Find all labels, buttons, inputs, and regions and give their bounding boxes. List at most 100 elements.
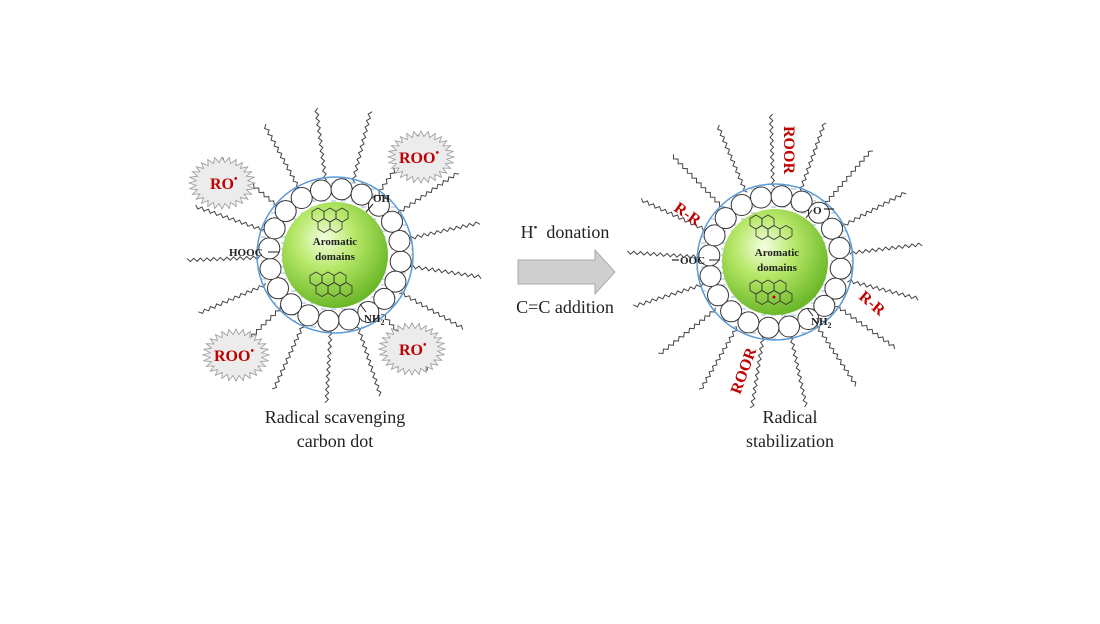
surface-bead	[317, 309, 340, 332]
surface-bead	[714, 207, 737, 230]
alkyl-chain	[788, 335, 808, 408]
surface-bead	[267, 277, 289, 300]
alkyl-chain	[768, 113, 776, 188]
left-aromatic-bottom-icon	[309, 271, 353, 297]
alkyl-chain	[314, 107, 328, 181]
alkyl-chain	[186, 255, 261, 263]
alkyl-chain	[198, 282, 266, 315]
arrow-bottom-label: C=C addition	[516, 297, 614, 317]
alkyl-chain	[749, 335, 765, 409]
alkyl-chain	[408, 221, 481, 241]
right-core	[722, 209, 828, 315]
surface-bead	[703, 224, 726, 247]
alkyl-chain	[397, 172, 459, 215]
radical-burst-ro-topleft: RO•	[187, 156, 257, 210]
alkyl-chain	[399, 291, 464, 331]
surface-bead	[388, 230, 411, 252]
right-surface-beads	[698, 185, 852, 339]
alkyl-chain	[351, 111, 373, 183]
left-core	[282, 202, 388, 308]
surface-bead	[280, 293, 303, 316]
surface-bead	[797, 308, 820, 330]
alkyl-chain	[835, 305, 896, 350]
left-hooc-group: HOOC	[229, 247, 263, 259]
surface-bead	[770, 185, 793, 208]
surface-bead	[297, 304, 320, 327]
alkyl-chain	[640, 198, 708, 232]
right-carbon-dot: Aromatic domains O OOC NH2	[627, 113, 923, 409]
alkyl-chain	[356, 326, 382, 397]
right-core-title: Aromatic	[755, 247, 800, 259]
alkyl-chain	[799, 122, 827, 193]
product-roor-top: ROOR	[780, 126, 797, 174]
product-rr-left: R-R	[671, 199, 704, 229]
surface-bead	[389, 250, 412, 273]
alkyl-chain	[633, 282, 704, 308]
surface-bead	[274, 200, 297, 223]
surface-bead	[350, 183, 373, 206]
surface-bead	[813, 294, 836, 317]
alkyl-chain	[324, 329, 333, 404]
surface-bead	[384, 270, 407, 293]
radical-burst-roo-topright: ROO•	[386, 130, 456, 184]
product-roor-bottom: ROOR	[728, 345, 761, 396]
surface-bead	[263, 217, 286, 240]
surface-bead	[828, 237, 851, 259]
surface-bead	[367, 194, 390, 217]
surface-bead	[750, 186, 772, 209]
right-alkyl-chains	[627, 113, 923, 409]
surface-bead	[737, 311, 760, 334]
reaction-arrow	[517, 248, 616, 296]
surface-bead	[338, 308, 360, 331]
svg-text:ROO•: ROO•	[399, 148, 439, 167]
alkyl-chain	[824, 150, 873, 207]
surface-bead	[330, 178, 353, 201]
surface-bead	[821, 217, 843, 240]
right-aromatic-bottom-icon	[749, 279, 793, 305]
radical-burst-ro-bottomright: RO•	[377, 322, 447, 376]
left-carbon-dot: Aromatic domains OH HOOC NH2	[186, 107, 482, 404]
product-rr-right: R-R	[855, 288, 888, 320]
surface-bead	[707, 284, 729, 307]
right-core-title2: domains	[757, 262, 797, 274]
alkyl-chain	[195, 204, 265, 232]
radical-burst-roo-bottomleft: ROO•	[201, 328, 271, 382]
left-core-title2: domains	[315, 251, 355, 263]
surface-bead	[824, 277, 847, 300]
surface-bead	[381, 210, 403, 233]
right-ooc-group: OOC	[680, 255, 705, 267]
right-caption: Radical stabilization	[746, 407, 834, 451]
surface-bead	[699, 265, 722, 287]
left-nh2-group: NH2	[364, 313, 385, 327]
surface-bead	[730, 194, 753, 216]
alkyl-chain	[849, 242, 923, 255]
left-caption: Radical scavenging carbon dot	[264, 407, 406, 451]
left-surface-beads	[258, 178, 412, 332]
surface-bead	[373, 287, 396, 310]
right-o-group: O	[813, 205, 822, 217]
surface-bead	[807, 201, 830, 224]
left-core-title: Aromatic	[313, 236, 358, 248]
left-alkyl-chains	[186, 107, 482, 404]
alkyl-chain	[263, 123, 301, 189]
svg-text:ROO•: ROO•	[214, 346, 254, 365]
alkyl-chain	[627, 250, 701, 260]
surface-bead	[790, 190, 813, 213]
alkyl-chain	[272, 322, 305, 390]
alkyl-chain	[841, 191, 907, 229]
alkyl-chain	[716, 124, 748, 193]
left-aromatic-top-icon	[311, 207, 349, 233]
surface-bead	[778, 315, 800, 338]
alkyl-chain	[673, 154, 725, 208]
surface-bead	[290, 187, 313, 209]
alkyl-chain	[847, 279, 919, 301]
surface-bead	[757, 316, 780, 339]
right-nh2-group: NH2	[811, 316, 832, 330]
surface-bead	[829, 257, 852, 280]
surface-bead	[259, 258, 282, 280]
surface-bead	[357, 301, 380, 323]
left-oh-group: OH	[373, 193, 391, 205]
svg-text:RO•: RO•	[399, 340, 427, 359]
alkyl-chain	[814, 325, 857, 387]
